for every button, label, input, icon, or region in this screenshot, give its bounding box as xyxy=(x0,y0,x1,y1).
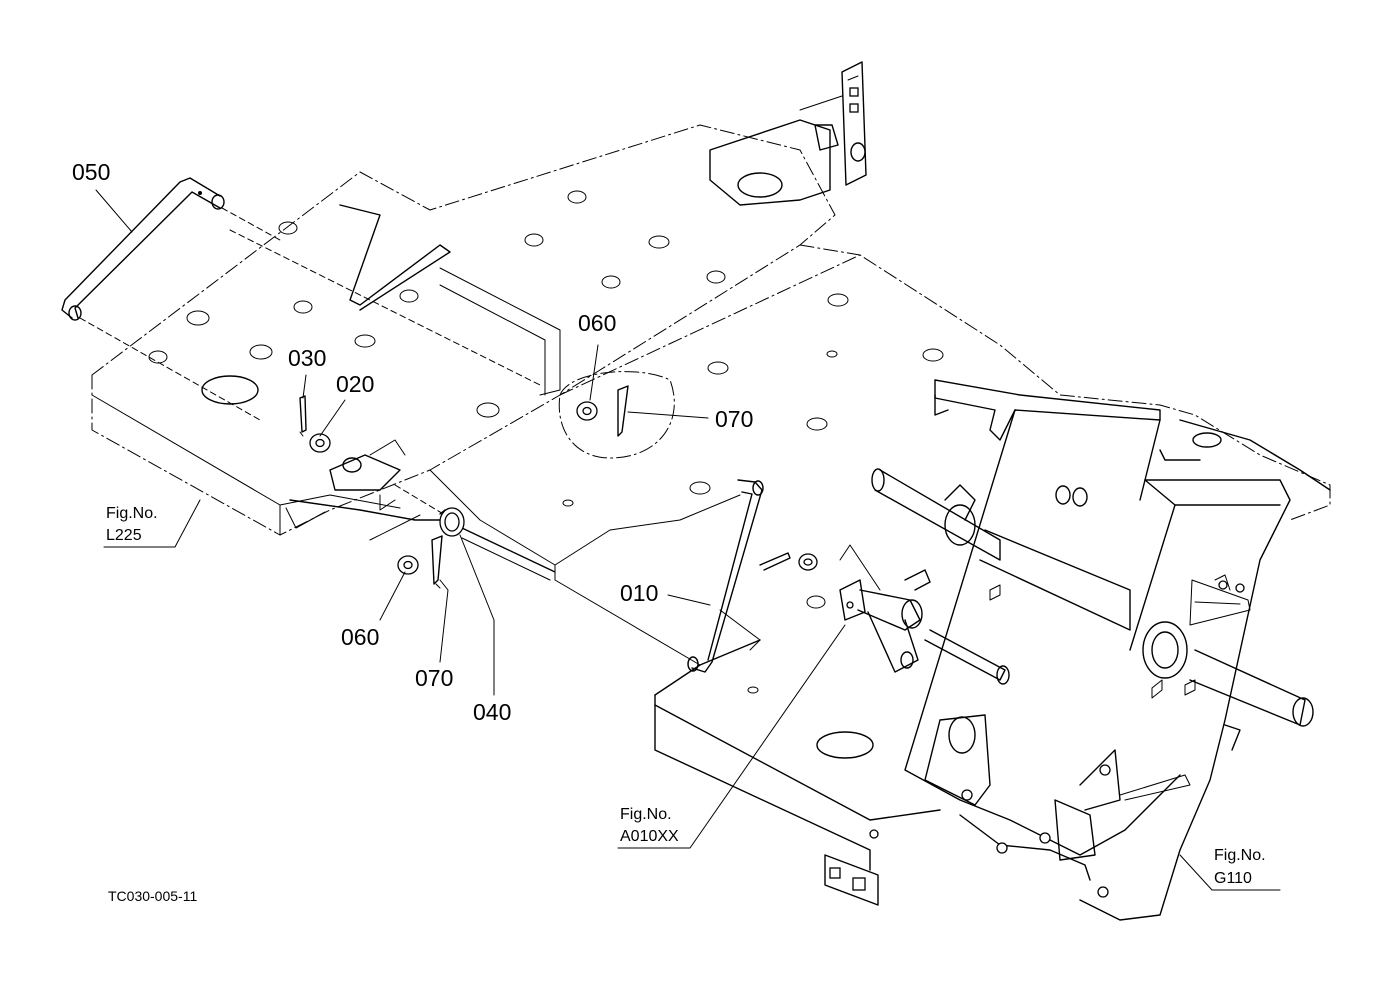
callout-040: 040 xyxy=(473,699,511,725)
part-010-rod xyxy=(687,479,764,673)
leader-lines xyxy=(95,189,1281,891)
main-frame-deck xyxy=(429,244,1331,906)
fig-ref-a010-code: A010XX xyxy=(620,828,679,845)
shaft-assembly xyxy=(839,468,1131,685)
right-console-housing xyxy=(904,379,1331,921)
callout-070-upper: 070 xyxy=(715,406,753,432)
pedal-linkage xyxy=(289,439,556,581)
figure-references: Fig.No. L225 Fig.No. A010XX Fig.No. G110 xyxy=(106,505,1266,887)
hardware-060-washer-left xyxy=(397,555,419,575)
hardware-030-cotter-pin xyxy=(299,395,307,437)
hardware-020-washer xyxy=(309,433,331,453)
plate-holes xyxy=(148,190,726,418)
fig-ref-g110-title: Fig.No. xyxy=(1214,847,1266,864)
callout-070-lower: 070 xyxy=(415,665,453,691)
left-floor-plate xyxy=(91,124,836,536)
callout-060-lower: 060 xyxy=(341,624,379,650)
detail-bubble-upper xyxy=(558,371,675,459)
callout-030: 030 xyxy=(288,345,326,371)
callout-050: 050 xyxy=(72,159,110,185)
upper-right-bracket xyxy=(709,61,867,206)
hardware-040-bushing xyxy=(439,507,465,537)
callout-010: 010 xyxy=(620,580,658,606)
part-050-rod xyxy=(61,177,281,421)
callout-labels: 050 030 020 060 070 010 060 070 040 xyxy=(72,159,753,725)
callout-060-upper: 060 xyxy=(578,310,616,336)
fig-ref-l225-title: Fig.No. xyxy=(106,505,158,522)
hardware-right-pin-washer xyxy=(759,552,818,571)
drawing-code: TC030-005-11 xyxy=(108,888,197,904)
hardware-070-cotter-pin-left xyxy=(431,535,443,589)
fig-ref-g110-code: G110 xyxy=(1214,870,1252,887)
callout-020: 020 xyxy=(336,371,374,397)
deck-holes xyxy=(562,293,944,694)
fig-ref-l225-code: L225 xyxy=(106,527,142,544)
fig-ref-a010-title: Fig.No. xyxy=(620,806,672,823)
